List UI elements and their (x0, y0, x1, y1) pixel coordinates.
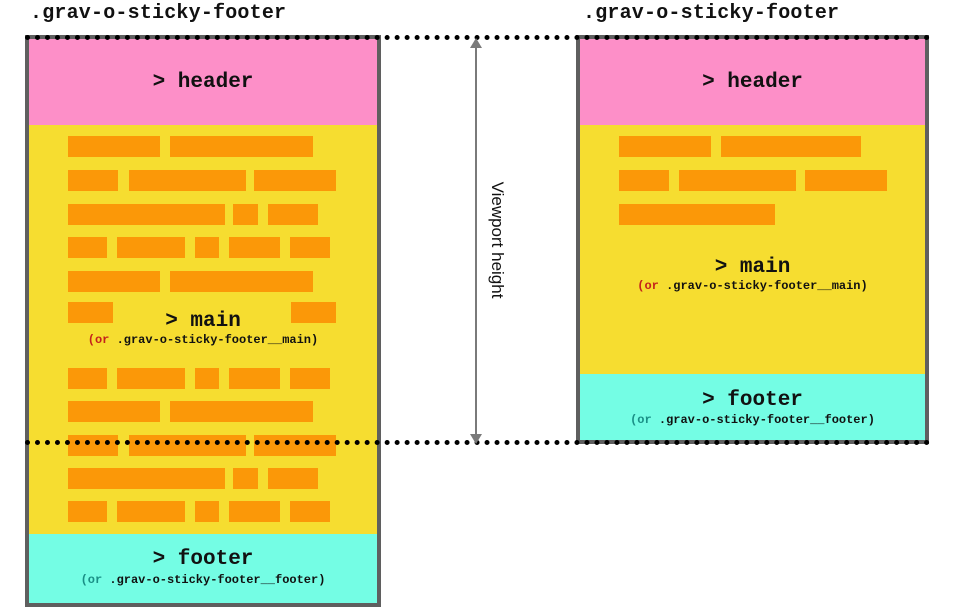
right-content-block (619, 170, 669, 191)
left-content-block (117, 501, 185, 522)
arrow-up-icon (470, 38, 482, 48)
left-content-block (117, 368, 185, 389)
left-header-region: > header (29, 39, 377, 125)
left-content-block (254, 435, 336, 456)
left-main-classname: .grav-o-sticky-footer__main) (109, 333, 319, 347)
left-content-block (170, 136, 313, 157)
left-content-block (229, 501, 280, 522)
left-content-block (229, 237, 280, 258)
right-content-block (721, 136, 861, 157)
right-main-classname: .grav-o-sticky-footer__main) (658, 279, 868, 293)
right-main-label: > main (714, 256, 791, 279)
right-content-block (619, 204, 775, 225)
left-content-block (129, 170, 246, 191)
left-content-block (68, 368, 107, 389)
left-content-block (170, 271, 313, 292)
left-footer-sub: (or .grav-o-sticky-footer__footer) (29, 573, 377, 587)
left-footer-label: > footer (152, 548, 254, 571)
left-content-block (290, 501, 330, 522)
left-content-block (195, 501, 219, 522)
left-content-block (290, 368, 330, 389)
left-content-block (254, 170, 336, 191)
left-content-block (195, 368, 219, 389)
right-header-region: > header (580, 39, 925, 125)
right-content-block (619, 136, 711, 157)
left-main-label: > main (165, 310, 241, 333)
right-footer-or: (or (630, 413, 652, 427)
left-footer-region: > footer (or .grav-o-sticky-footer__foot… (29, 534, 377, 603)
right-footer-label: > footer (702, 389, 803, 412)
left-content-block (290, 237, 330, 258)
right-footer-region: > footer (or .grav-o-sticky-footer__foot… (580, 374, 925, 440)
right-footer-classname: .grav-o-sticky-footer__footer) (651, 413, 875, 427)
left-footer-or: (or (80, 573, 103, 587)
left-main-or: (or (87, 333, 110, 347)
right-footer-sub: (or .grav-o-sticky-footer__footer) (580, 413, 925, 427)
viewport-top-line (25, 35, 930, 40)
left-content-block (233, 468, 258, 489)
right-main-sub: (or .grav-o-sticky-footer__main) (580, 279, 925, 293)
left-page-frame: > header > main (or .grav-o-sticky-foote… (25, 35, 381, 607)
left-content-block (170, 401, 313, 422)
left-content-block (291, 302, 336, 323)
right-page-frame: > header > main (or .grav-o-sticky-foote… (576, 35, 929, 444)
left-content-block (68, 501, 107, 522)
left-content-block (195, 237, 219, 258)
left-content-block (68, 302, 113, 323)
left-content-block (233, 204, 258, 225)
arrow-down-icon (470, 434, 482, 444)
viewport-height-label: Viewport height (488, 181, 507, 299)
left-footer-classname: .grav-o-sticky-footer__footer) (102, 573, 326, 587)
right-main-or: (or (637, 279, 659, 293)
right-header-label: > header (702, 71, 803, 94)
left-content-block (268, 204, 318, 225)
left-content-block (129, 435, 246, 456)
left-content-block (229, 368, 280, 389)
left-content-block (68, 401, 160, 422)
right-content-block (805, 170, 887, 191)
viewport-height-axis (475, 46, 477, 438)
left-content-block (68, 468, 225, 489)
left-content-block (68, 237, 107, 258)
right-title: .grav-o-sticky-footer (583, 2, 840, 25)
left-main-sub: (or .grav-o-sticky-footer__main) (29, 333, 377, 347)
left-content-block (117, 237, 185, 258)
left-content-block (268, 468, 318, 489)
left-content-block (68, 435, 118, 456)
left-title: .grav-o-sticky-footer (30, 2, 287, 25)
left-content-block (68, 204, 225, 225)
right-content-block (679, 170, 796, 191)
left-content-block (68, 136, 160, 157)
right-main-label-group: > main (or .grav-o-sticky-footer__main) (580, 256, 925, 294)
left-header-label: > header (152, 71, 254, 94)
left-main-label-group: > main (or .grav-o-sticky-footer__main) (29, 310, 377, 348)
left-content-block (68, 170, 118, 191)
left-content-block (68, 271, 160, 292)
